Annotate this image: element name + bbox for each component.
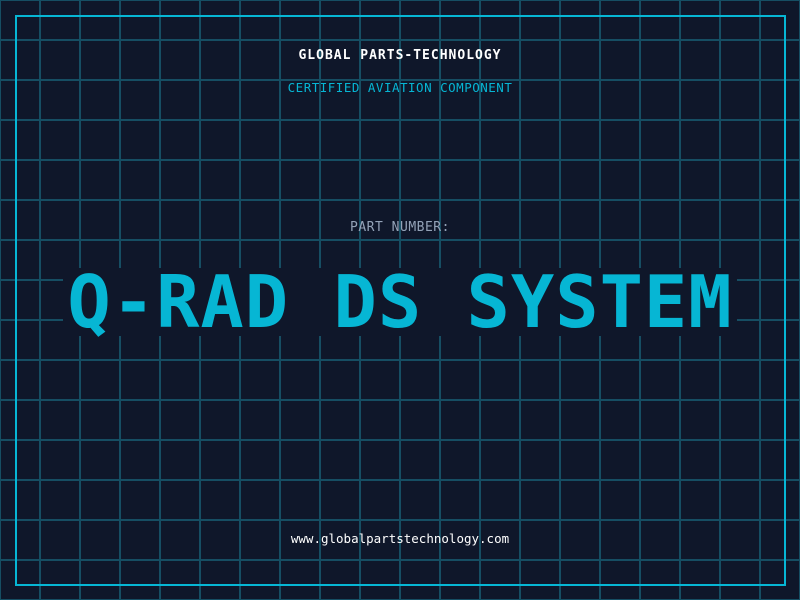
- part-number-container: Q-RAD DS SYSTEM: [0, 266, 800, 338]
- website-url: www.globalpartstechnology.com: [290, 531, 510, 546]
- brand-name: GLOBAL PARTS-TECHNOLOGY: [298, 48, 502, 63]
- part-number: Q-RAD DS SYSTEM: [63, 266, 737, 338]
- subtitle: CERTIFIED AVIATION COMPONENT: [287, 80, 513, 95]
- border-frame: [15, 15, 786, 586]
- part-number-label: PART NUMBER:: [350, 220, 450, 235]
